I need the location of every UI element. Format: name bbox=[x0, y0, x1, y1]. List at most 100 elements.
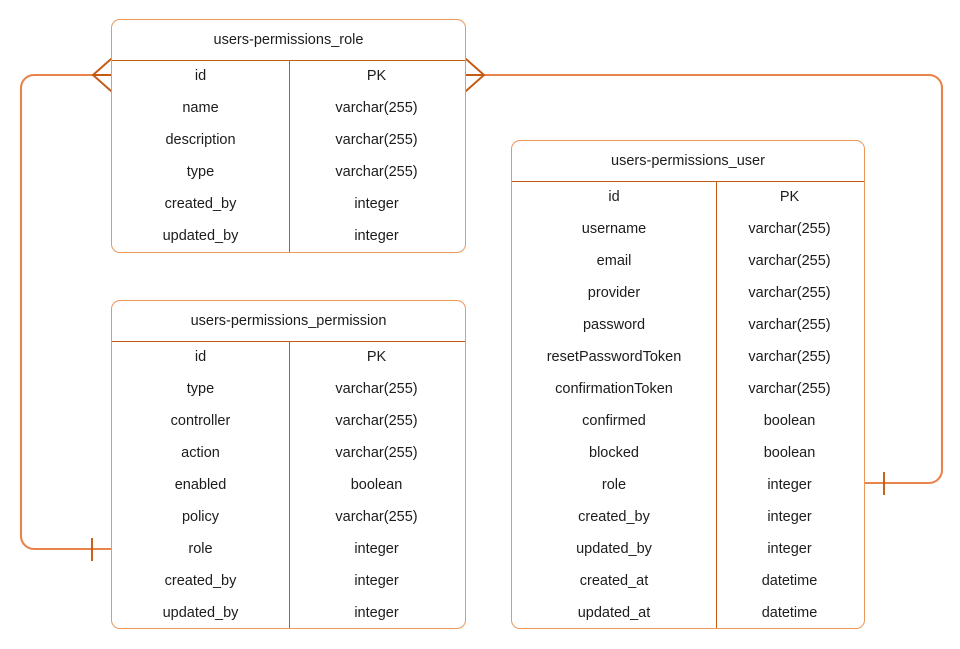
attribute-name: updated_by bbox=[162, 228, 239, 245]
attribute-type: varchar(255) bbox=[748, 253, 831, 270]
attribute-name: id bbox=[194, 349, 207, 366]
attribute-name: type bbox=[186, 381, 215, 398]
attribute-type: varchar(255) bbox=[335, 381, 418, 398]
entity-attribute-list: id PK type varchar(255) controller varchar(25… bbox=[112, 341, 465, 629]
attribute-type: varchar(255) bbox=[748, 349, 831, 366]
attribute-type: integer bbox=[354, 605, 399, 622]
attribute-name: policy bbox=[181, 509, 220, 526]
attribute-row[interactable]: created_by integer bbox=[112, 566, 465, 598]
attribute-name: confirmationToken bbox=[555, 381, 673, 398]
attribute-row[interactable]: blocked boolean bbox=[512, 438, 864, 470]
attribute-name: email bbox=[596, 253, 632, 270]
attribute-type: varchar(255) bbox=[748, 381, 831, 398]
attribute-name: controller bbox=[170, 413, 231, 430]
attribute-row[interactable]: updated_at datetime bbox=[512, 598, 864, 629]
attribute-type: varchar(255) bbox=[335, 100, 418, 117]
attribute-name: description bbox=[165, 132, 236, 149]
attribute-type: PK bbox=[366, 68, 387, 85]
attribute-row[interactable]: role integer bbox=[112, 534, 465, 566]
attribute-row[interactable]: description varchar(255) bbox=[112, 125, 465, 157]
attribute-row[interactable]: username varchar(255) bbox=[512, 214, 864, 246]
attribute-type: datetime bbox=[761, 605, 818, 622]
attribute-name: username bbox=[581, 221, 647, 238]
attribute-row[interactable]: confirmationToken varchar(255) bbox=[512, 374, 864, 406]
attribute-type: varchar(255) bbox=[335, 132, 418, 149]
attribute-row[interactable]: role integer bbox=[512, 470, 864, 502]
entity-title: users-permissions_permission bbox=[112, 301, 465, 342]
attribute-row[interactable]: type varchar(255) bbox=[112, 157, 465, 189]
attribute-name: enabled bbox=[174, 477, 227, 494]
attribute-row[interactable]: updated_by integer bbox=[112, 598, 465, 629]
column-divider bbox=[289, 341, 290, 628]
attribute-row[interactable]: created_at datetime bbox=[512, 566, 864, 598]
connector-permission-role bbox=[19, 58, 112, 561]
attribute-name: role bbox=[601, 477, 627, 494]
attribute-type: integer bbox=[767, 477, 812, 494]
attribute-name: provider bbox=[587, 285, 641, 302]
attribute-row[interactable]: action varchar(255) bbox=[112, 438, 465, 470]
attribute-row[interactable]: id PK bbox=[512, 182, 864, 214]
column-divider bbox=[716, 181, 717, 628]
attribute-row[interactable]: enabled boolean bbox=[112, 470, 465, 502]
entity-title: users-permissions_role bbox=[112, 20, 465, 61]
attribute-row[interactable]: email varchar(255) bbox=[512, 246, 864, 278]
attribute-type: varchar(255) bbox=[335, 509, 418, 526]
attribute-name: confirmed bbox=[582, 413, 646, 430]
attribute-row[interactable]: created_by integer bbox=[512, 502, 864, 534]
attribute-type: varchar(255) bbox=[335, 164, 418, 181]
attribute-type: varchar(255) bbox=[335, 413, 418, 430]
attribute-name: id bbox=[194, 68, 207, 85]
entity-attribute-list: id PK name varchar(255) description varchar(2… bbox=[112, 60, 465, 253]
attribute-type: varchar(255) bbox=[748, 221, 831, 238]
crowsfoot-many-role-right bbox=[465, 58, 485, 92]
attribute-name: password bbox=[582, 317, 646, 334]
attribute-name: resetPasswordToken bbox=[546, 349, 682, 366]
attribute-row[interactable]: id PK bbox=[112, 342, 465, 374]
attribute-row[interactable]: updated_by integer bbox=[512, 534, 864, 566]
attribute-name: name bbox=[182, 100, 219, 117]
attribute-type: varchar(255) bbox=[335, 445, 418, 462]
attribute-name: updated_at bbox=[577, 605, 651, 622]
attribute-type: integer bbox=[767, 509, 812, 526]
attribute-name: updated_by bbox=[162, 605, 239, 622]
crowsfoot-many-role-left bbox=[92, 58, 112, 92]
attribute-name: id bbox=[608, 189, 620, 206]
attribute-type: integer bbox=[767, 541, 812, 558]
attribute-type: boolean bbox=[763, 413, 816, 430]
attribute-name: updated_by bbox=[576, 541, 652, 558]
attribute-type: varchar(255) bbox=[748, 285, 831, 302]
entity-attribute-list: id PK username varchar(255) email varchar(255… bbox=[512, 181, 864, 629]
attribute-row[interactable]: password varchar(255) bbox=[512, 310, 864, 342]
attribute-row[interactable]: resetPasswordToken varchar(255) bbox=[512, 342, 864, 374]
attribute-type: boolean bbox=[763, 445, 816, 462]
attribute-row[interactable]: provider varchar(255) bbox=[512, 278, 864, 310]
attribute-type: integer bbox=[354, 573, 399, 590]
attribute-name: created_by bbox=[164, 573, 237, 590]
attribute-type: integer bbox=[354, 196, 399, 213]
attribute-name: type bbox=[186, 164, 215, 181]
attribute-row[interactable]: controller varchar(255) bbox=[112, 406, 465, 438]
entity-title: users-permissions_user bbox=[512, 141, 864, 182]
attribute-name: action bbox=[181, 445, 220, 462]
attribute-type: datetime bbox=[761, 573, 818, 590]
attribute-row[interactable]: confirmed boolean bbox=[512, 406, 864, 438]
attribute-type: PK bbox=[366, 349, 387, 366]
attribute-row[interactable]: policy varchar(255) bbox=[112, 502, 465, 534]
attribute-type: boolean bbox=[350, 477, 403, 494]
attribute-row[interactable]: id PK bbox=[112, 61, 465, 93]
attribute-row[interactable]: name varchar(255) bbox=[112, 93, 465, 125]
attribute-name: blocked bbox=[589, 445, 639, 462]
attribute-type: PK bbox=[779, 189, 800, 206]
attribute-name: created_at bbox=[579, 573, 649, 590]
attribute-type: varchar(255) bbox=[748, 317, 831, 334]
attribute-name: created_by bbox=[578, 509, 650, 526]
attribute-row[interactable]: type varchar(255) bbox=[112, 374, 465, 406]
attribute-name: role bbox=[188, 541, 213, 558]
attribute-type: integer bbox=[354, 541, 399, 558]
